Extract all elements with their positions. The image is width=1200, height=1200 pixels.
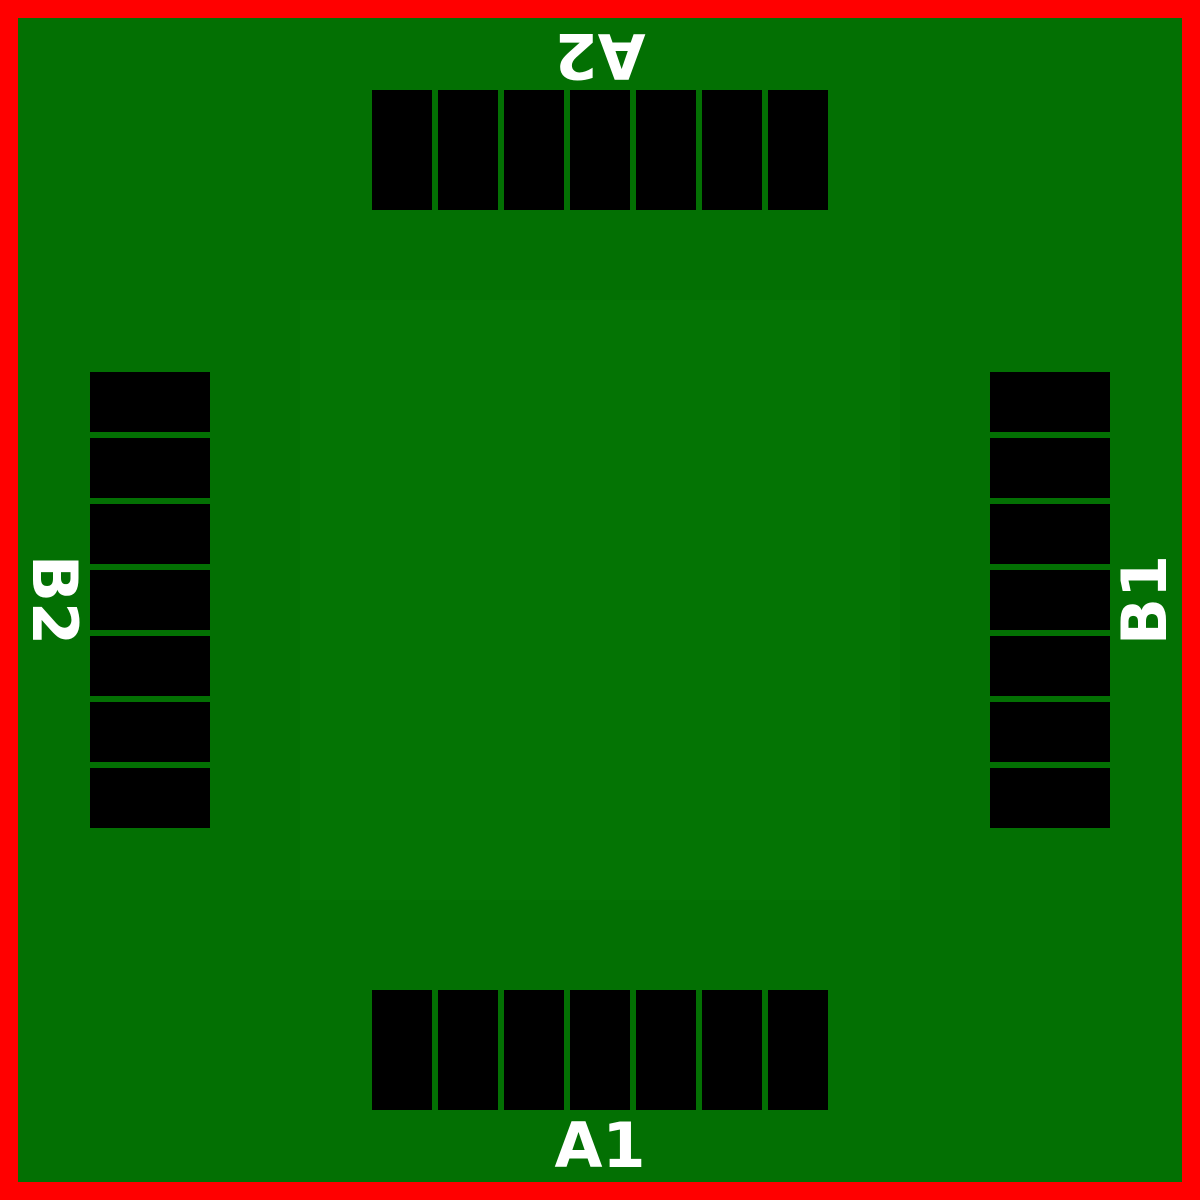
connector-b2-label: B2 — [18, 554, 91, 646]
connector-a2-pad — [372, 90, 432, 210]
connector-b2-pad — [90, 702, 210, 762]
connector-a1-pad — [636, 990, 696, 1110]
connector-a1-pad — [570, 990, 630, 1110]
connector-a1-pad — [372, 990, 432, 1110]
connector-b1-pad — [990, 504, 1110, 564]
connector-a1-pad — [768, 990, 828, 1110]
connector-b1-pad — [990, 702, 1110, 762]
connector-b1-pad — [990, 636, 1110, 696]
connector-a2-pad — [570, 90, 630, 210]
connector-b1-pad — [990, 372, 1110, 432]
connector-b2-pad — [90, 372, 210, 432]
connector-b1-pad — [990, 570, 1110, 630]
connector-b2-pad — [90, 570, 210, 630]
connector-a2-pad — [504, 90, 564, 210]
connector-a2-label: A2 — [554, 19, 646, 92]
center-zone — [300, 300, 900, 900]
connector-b2-pad — [90, 636, 210, 696]
connector-a1-pad — [702, 990, 762, 1110]
connector-a2-pad — [636, 90, 696, 210]
connector-a2-pad — [438, 90, 498, 210]
connector-b1-pad — [990, 768, 1110, 828]
connector-b2-pad — [90, 438, 210, 498]
connector-a2-pad — [702, 90, 762, 210]
connector-a2-pad — [768, 90, 828, 210]
connector-a1-pad — [438, 990, 498, 1110]
connector-b2-pad — [90, 768, 210, 828]
connector-b2-pad — [90, 504, 210, 564]
connector-a1-label: A1 — [554, 1109, 646, 1182]
connector-b1-label: B1 — [1108, 554, 1181, 646]
connector-a1-pad — [504, 990, 564, 1110]
connector-b1-pad — [990, 438, 1110, 498]
